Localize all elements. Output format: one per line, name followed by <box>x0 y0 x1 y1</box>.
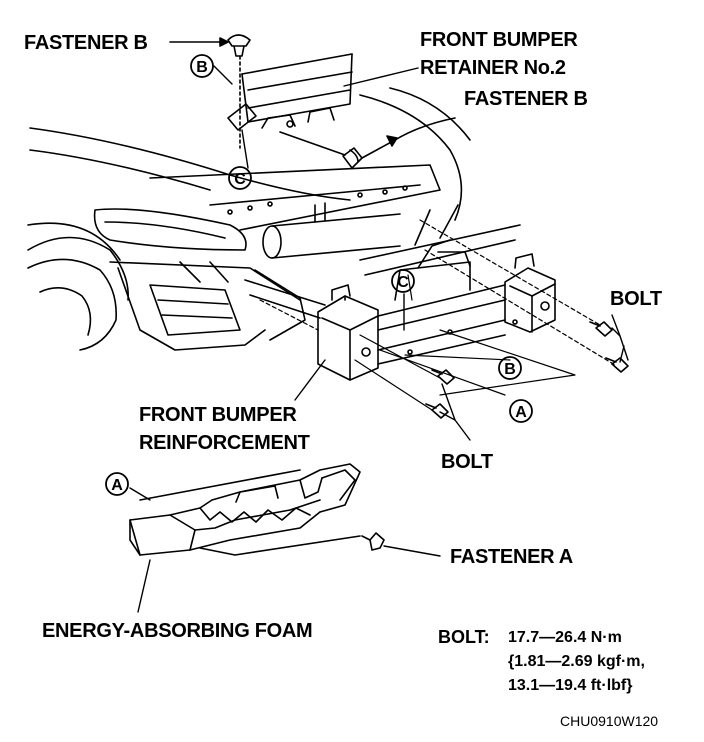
torque-spec-line1: 17.7—26.4 N·m <box>508 629 622 646</box>
callout-a-mid: A <box>509 399 533 423</box>
energy-absorbing-foam <box>129 463 385 556</box>
label-bolt-right: BOLT <box>610 288 662 310</box>
label-bolt-bottom: BOLT <box>441 451 493 473</box>
alignment-lines <box>259 219 616 411</box>
label-fastener-a: FASTENER A <box>450 546 573 568</box>
svg-text:C: C <box>234 171 246 188</box>
callout-b-top: B <box>190 54 214 78</box>
fastener-b-top-clip <box>169 34 251 149</box>
svg-text:B: B <box>196 59 208 76</box>
callout-b-mid: B <box>498 356 522 380</box>
figure-code: CHU0910W120 <box>560 713 659 729</box>
fastener-b-mid-clip <box>342 117 456 169</box>
callout-c-top: C <box>228 166 252 190</box>
svg-text:B: B <box>504 361 516 378</box>
torque-spec-line2: {1.81—2.69 kgf·m, <box>508 653 645 670</box>
label-fastener-b-mid: FASTENER B <box>464 88 588 110</box>
label-reinforcement-line2: REINFORCEMENT <box>139 432 310 454</box>
callout-a-foam: A <box>105 472 129 496</box>
bolts <box>425 321 629 419</box>
label-retainer-line2: RETAINER No.2 <box>420 57 566 79</box>
torque-spec-line3: 13.1—19.4 ft·lbf} <box>508 677 633 694</box>
label-fastener-b-top: FASTENER B <box>24 32 148 54</box>
callout-c-mid: C <box>391 269 415 293</box>
label-energy-absorbing-foam: ENERGY-ABSORBING FOAM <box>42 620 313 642</box>
torque-spec-label: BOLT: <box>438 627 490 647</box>
bumper-retainer-no2 <box>227 53 353 156</box>
bumper-reinforcement <box>317 239 556 381</box>
svg-text:A: A <box>515 404 527 421</box>
leader-lines <box>129 65 629 613</box>
label-reinforcement-line1: FRONT BUMPER <box>139 404 297 426</box>
label-retainer-line1: FRONT BUMPER <box>420 29 578 51</box>
svg-text:C: C <box>397 274 409 291</box>
vehicle-body-outline <box>27 87 521 351</box>
svg-text:A: A <box>111 477 123 494</box>
